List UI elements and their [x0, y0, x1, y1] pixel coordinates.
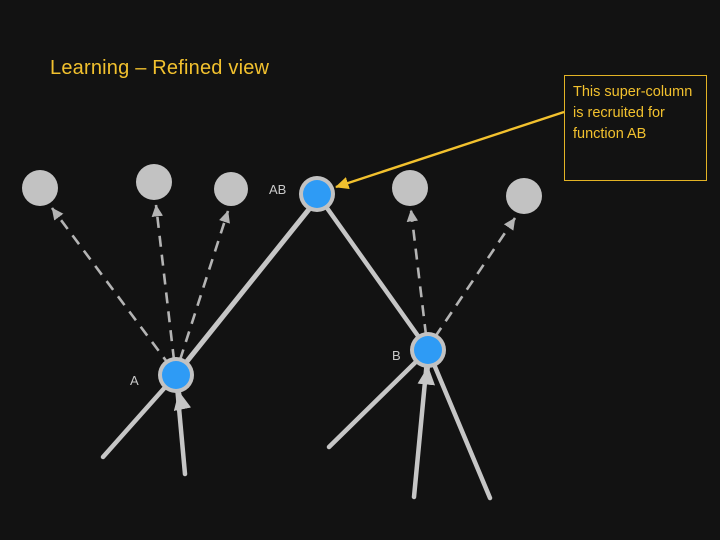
node-a[interactable] [162, 361, 190, 389]
edge-b-to-top4 [406, 209, 428, 336]
edge-a-down-left [100, 372, 179, 460]
node-label-a: A [130, 373, 139, 388]
node-top2[interactable] [136, 164, 172, 200]
node-top1[interactable] [22, 170, 58, 206]
edge-b-down-left [326, 347, 431, 450]
node-label-b: B [392, 348, 401, 363]
node-top5[interactable] [506, 178, 542, 214]
page-title: Learning – Refined view [50, 57, 270, 79]
edge-a-to-top3 [178, 210, 230, 361]
node-group [22, 164, 542, 393]
edge-b-down-right [425, 347, 493, 501]
edge-a-to-top2 [151, 204, 176, 361]
stub-into-a [173, 391, 192, 411]
node-top3[interactable] [214, 172, 248, 206]
edge-b-to-top5 [433, 217, 517, 338]
dashed-edge-group [50, 204, 517, 367]
node-ab[interactable] [303, 180, 331, 208]
edge-b-to-ab [324, 205, 431, 353]
edge-a-to-top1 [50, 207, 172, 367]
edge-a-to-ab [173, 205, 313, 378]
callout-text: This super-column is recruited for funct… [573, 84, 693, 142]
edge-stub-group [173, 366, 436, 411]
callout-arrow [335, 110, 565, 190]
stub-into-b [417, 366, 436, 386]
node-label-ab: AB [269, 182, 287, 197]
callout-box: This super-column is recruited for funct… [564, 75, 707, 181]
node-top4[interactable] [392, 170, 428, 206]
node-b[interactable] [414, 336, 442, 364]
